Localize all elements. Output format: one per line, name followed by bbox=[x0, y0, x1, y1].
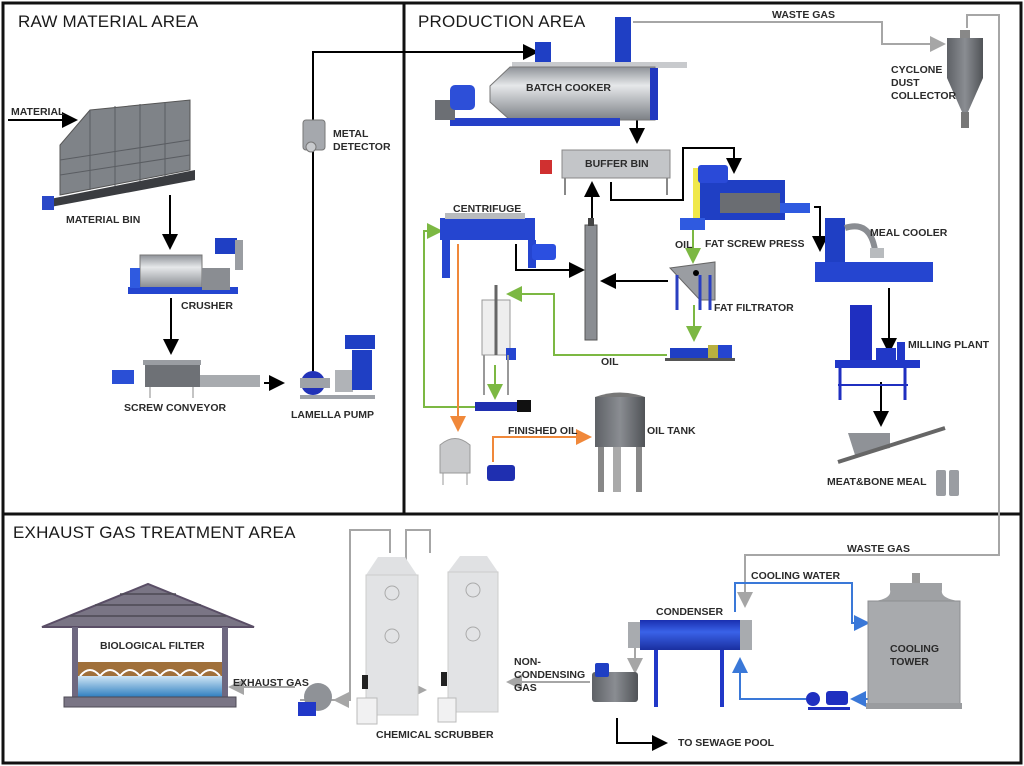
chemical-scrubber-label: CHEMICAL SCRUBBER bbox=[376, 729, 494, 741]
condensate-tank-equipment[interactable] bbox=[592, 663, 638, 702]
meat-bone-meal-label: MEAT&BONE MEAL bbox=[827, 476, 927, 488]
gas-flow-lines bbox=[228, 14, 1000, 708]
oil-press-flow-label: OIL bbox=[675, 239, 693, 251]
condenser-label: CONDENSER bbox=[656, 606, 724, 618]
fat-screw-press-label: FAT SCREW PRESS bbox=[705, 238, 805, 250]
buffer-bin-label: BUFFER BIN bbox=[585, 158, 649, 170]
meal-cooler-equipment[interactable] bbox=[815, 218, 933, 282]
sewage-pool-label: TO SEWAGE POOL bbox=[678, 737, 775, 749]
fat-filtrator-label: FAT FILTRATOR bbox=[714, 302, 794, 314]
separation-tank-equipment[interactable] bbox=[481, 285, 516, 395]
material-flow-label: MATERIAL bbox=[11, 106, 65, 118]
cooling-water-flow-lines bbox=[732, 582, 870, 707]
cooling-tower-equipment[interactable] bbox=[866, 573, 962, 709]
screw-conveyor-label: SCREW CONVEYOR bbox=[124, 402, 227, 414]
screw-conveyor-equipment[interactable] bbox=[112, 360, 260, 398]
batch-cooker-equipment[interactable] bbox=[435, 17, 687, 126]
cooling-tower-label: COOLING TOWER bbox=[890, 643, 939, 668]
biological-filter-equipment[interactable] bbox=[41, 582, 255, 708]
fat-filtrator-equipment[interactable] bbox=[668, 261, 716, 310]
oil-flow-lines bbox=[423, 223, 702, 408]
crusher-label: CRUSHER bbox=[181, 300, 233, 312]
oil-tank-label: OIL TANK bbox=[647, 425, 696, 437]
centrifuge-equipment[interactable] bbox=[440, 213, 556, 278]
exhaust-gas-flow-label: EXHAUST GAS bbox=[233, 677, 309, 689]
material-flow-lines bbox=[8, 44, 897, 751]
finished-oil-flow-lines bbox=[450, 244, 592, 462]
oil-return-flow-label: OIL bbox=[601, 356, 619, 368]
meat-bone-meal-conveyor-equipment[interactable] bbox=[837, 426, 959, 496]
lamella-pump-equipment[interactable] bbox=[300, 335, 375, 399]
biological-filter-label: BIOLOGICAL FILTER bbox=[100, 640, 205, 652]
condenser-equipment[interactable] bbox=[628, 620, 752, 707]
batch-cooker-label: BATCH COOKER bbox=[526, 82, 611, 94]
material-bin-label: MATERIAL BIN bbox=[66, 214, 141, 226]
cooling-pump-equipment[interactable] bbox=[806, 691, 850, 710]
crusher-equipment[interactable] bbox=[128, 238, 243, 294]
milling-plant-equipment[interactable] bbox=[835, 305, 920, 400]
buffer-bin-equipment[interactable] bbox=[540, 149, 671, 195]
metal-detector-label: METAL DETECTOR bbox=[333, 128, 391, 153]
exhaust-gas-area-title: EXHAUST GAS TREATMENT AREA bbox=[13, 523, 296, 542]
chemical-scrubber-2-equipment[interactable] bbox=[437, 556, 499, 723]
lamella-pump-label: LAMELLA PUMP bbox=[291, 409, 375, 421]
finished-oil-vessel-equipment[interactable] bbox=[439, 438, 515, 486]
exhaust-fan-equipment[interactable] bbox=[298, 683, 332, 716]
material-bin-equipment[interactable] bbox=[42, 99, 195, 210]
cyclone-dust-collector-equipment[interactable] bbox=[947, 30, 983, 128]
meal-cooler-label: MEAL COOLER bbox=[870, 227, 948, 239]
finished-oil-flow-label: FINISHED OIL bbox=[508, 425, 578, 437]
chemical-scrubber-1-equipment[interactable] bbox=[356, 557, 419, 725]
oil-tank-equipment[interactable] bbox=[595, 392, 645, 493]
elevator-equipment[interactable] bbox=[584, 218, 598, 341]
oil-pump-equipment[interactable] bbox=[665, 345, 735, 361]
metal-detector-equipment[interactable] bbox=[302, 119, 326, 153]
milling-plant-label: MILLING PLANT bbox=[908, 339, 990, 351]
screw-pump-equipment[interactable] bbox=[475, 400, 531, 412]
production-area-title: PRODUCTION AREA bbox=[418, 12, 586, 31]
fat-screw-press-equipment[interactable] bbox=[680, 165, 810, 230]
non-condensing-gas-label: NON- CONDENSING GAS bbox=[514, 656, 586, 694]
waste-gas-bottom-label: WASTE GAS bbox=[847, 543, 911, 555]
centrifuge-label: CENTRIFUGE bbox=[453, 203, 522, 215]
raw-material-area-title: RAW MATERIAL AREA bbox=[18, 12, 199, 31]
waste-gas-top-label: WASTE GAS bbox=[772, 9, 836, 21]
cyclone-dust-collector-label: CYCLONE DUST COLLECTOR bbox=[891, 64, 957, 102]
cooling-water-label: COOLING WATER bbox=[751, 570, 841, 582]
